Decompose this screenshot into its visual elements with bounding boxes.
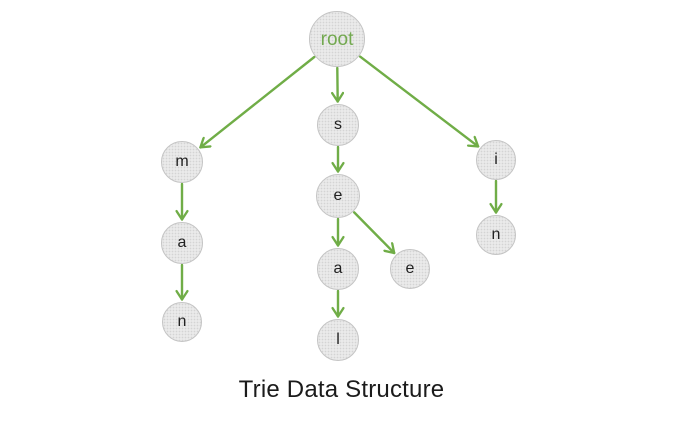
trie-node-e1: e bbox=[316, 174, 360, 218]
trie-node-i: i bbox=[476, 140, 516, 180]
node-label: i bbox=[494, 151, 498, 168]
node-label: a bbox=[333, 260, 343, 277]
trie-node-root: root bbox=[309, 11, 365, 67]
node-label: e bbox=[405, 260, 415, 277]
trie-node-n2: n bbox=[476, 215, 516, 255]
node-label: s bbox=[334, 116, 342, 133]
node-label: e bbox=[333, 187, 343, 204]
trie-node-n1: n bbox=[162, 302, 202, 342]
trie-node-a2: a bbox=[317, 248, 359, 290]
trie-node-m: m bbox=[161, 141, 203, 183]
node-label: a bbox=[177, 234, 187, 251]
node-label: m bbox=[175, 153, 189, 170]
trie-node-a1: a bbox=[161, 222, 203, 264]
node-label: n bbox=[177, 313, 187, 330]
trie-node-s: s bbox=[317, 104, 359, 146]
node-label: root bbox=[320, 28, 354, 50]
trie-node-e2: e bbox=[390, 249, 430, 289]
trie-node-l: l bbox=[317, 319, 359, 361]
node-label: n bbox=[491, 226, 501, 243]
node-label: l bbox=[336, 331, 340, 348]
diagram-title: Trie Data Structure bbox=[238, 376, 445, 403]
